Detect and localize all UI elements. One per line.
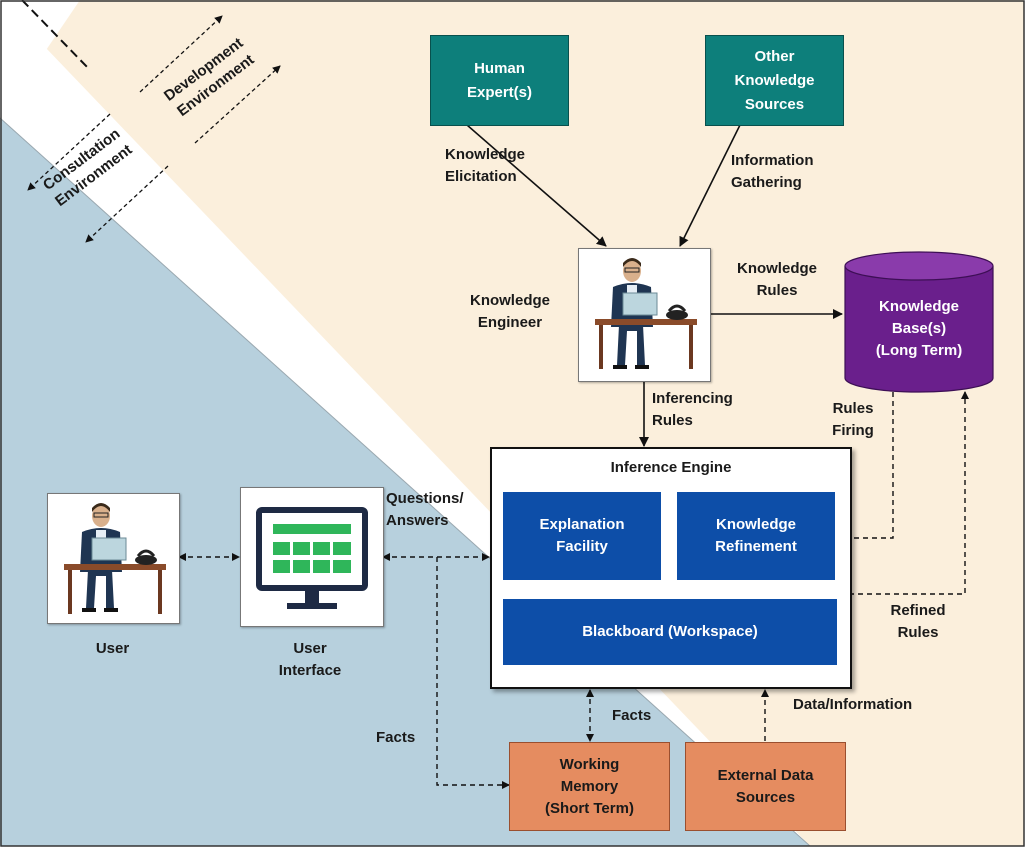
knowledge-engineer-label: Knowledge Engineer <box>469 292 550 331</box>
data-information-label: Data/Information <box>793 696 913 713</box>
blackboard-box: Blackboard (Workspace) <box>503 599 837 665</box>
monitor-icon <box>256 507 368 609</box>
gathering-arrow <box>679 124 741 247</box>
knowledge-engineer-image <box>578 248 711 382</box>
knowledge-elicitation-label: Knowledge Elicitation <box>445 146 526 185</box>
engineer-person-icon <box>595 258 697 369</box>
user-label: User <box>95 640 130 657</box>
inference-engine-panel: Inference Engine Explanation Facility Kn… <box>490 447 852 689</box>
working-memory-box: Working Memory (Short Term) <box>509 742 670 831</box>
user-image <box>47 493 180 624</box>
rules-firing-connector <box>835 392 894 542</box>
user-person-icon <box>64 503 166 614</box>
refined-rules-connector <box>849 391 969 595</box>
human-experts-box: Human Expert(s) <box>430 35 569 126</box>
knowledge-rules-label: Knowledge Rules <box>736 260 817 299</box>
refined-rules-label: Refined Rules <box>890 602 946 641</box>
information-gathering-label: Information Gathering <box>731 152 814 191</box>
explanation-facility-box: Explanation Facility <box>503 492 661 580</box>
rules-firing-label: Rules Firing <box>832 400 874 439</box>
user-interface-image <box>240 487 384 627</box>
diagonal-divider <box>0 117 811 847</box>
dev-arrow-lower <box>194 65 281 144</box>
facts-center-label: Facts <box>612 707 652 724</box>
other-knowledge-sources-box: Other Knowledge Sources <box>705 35 844 126</box>
knowledge-refinement-box: Knowledge Refinement <box>677 492 835 580</box>
questions-answers-label: Questions/ Answers <box>386 490 464 529</box>
cons-arrow-upper <box>27 113 111 191</box>
dev-arrow-upper <box>139 15 223 93</box>
inference-engine-title: Inference Engine <box>610 459 732 476</box>
user-interface-label: User Interface <box>278 640 342 679</box>
inferencing-rules-label: Inferencing Rules <box>652 390 733 429</box>
corner-region <box>0 0 80 118</box>
knowledge-base-label: Knowledge Base(s) (Long Term) <box>875 298 963 359</box>
external-data-sources-box: External Data Sources <box>685 742 846 831</box>
corner-dashed-line <box>21 0 91 71</box>
cons-arrow-lower <box>85 165 169 243</box>
facts-left-connector <box>436 557 510 789</box>
elicitation-arrow <box>466 124 607 247</box>
knowledge-base-cylinder <box>844 251 994 393</box>
facts-left-label: Facts <box>376 729 416 746</box>
